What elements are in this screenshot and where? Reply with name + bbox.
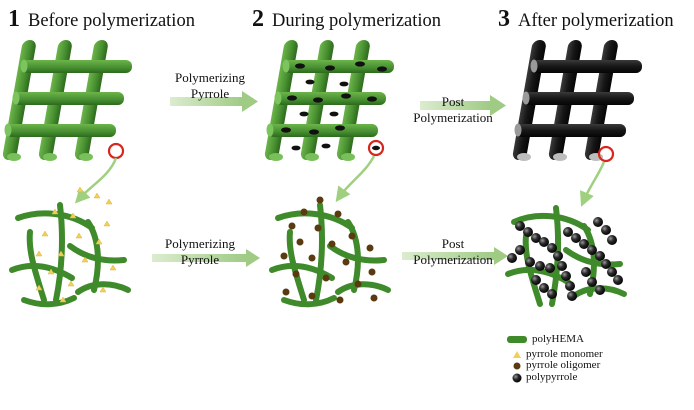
highlight-circle-2 — [367, 139, 385, 157]
polypyrrole-chains — [507, 217, 623, 301]
stage-3-title: After polymerization — [518, 11, 674, 31]
top-right-arrow-label: Post Polymerization — [398, 94, 508, 126]
scaffold-3 — [512, 40, 642, 207]
zoom-arrow-2 — [335, 155, 376, 203]
network-3 — [505, 205, 627, 307]
stage-1-heading: 1 Before polymerization — [8, 6, 195, 33]
bottom-left-arrow-label: Polymerizing Pyrrole — [150, 236, 250, 268]
highlight-circle-3 — [597, 145, 615, 163]
bottom-left-arrow-line2: Pyrrole — [180, 252, 220, 267]
top-left-arrow-label: Polymerizing Pyrrole — [160, 70, 260, 102]
oligomer-particles — [280, 196, 378, 304]
top-right-arrow-line2: Polymerization — [413, 110, 493, 125]
stage-1-title: Before polymerization — [28, 11, 195, 31]
bottom-right-arrow-label: Post Polymerization — [398, 236, 508, 268]
stage-2-number: 2 — [252, 6, 264, 32]
legend-oligomer-label: pyrrole oligomer — [526, 359, 601, 371]
legend-polypyrrole-label: polypyrrole — [526, 371, 578, 383]
zoom-arrow-1 — [74, 157, 118, 204]
scaffold-1-horizontal-rods — [4, 59, 132, 137]
legend-monomer-label: pyrrole monomer — [526, 348, 603, 360]
scaffold-1 — [2, 40, 132, 204]
legend-symbols — [507, 336, 527, 383]
legend-polyhema-label: polyHEMA — [532, 333, 584, 345]
network-2 — [269, 202, 391, 308]
legend-polyhema-swatch — [507, 336, 527, 343]
stage-1-number: 1 — [8, 6, 20, 32]
bottom-right-arrow-line2: Polymerization — [413, 252, 493, 267]
top-right-arrow-line1: Post — [441, 94, 465, 109]
zoom-arrow-3 — [580, 161, 606, 207]
legend-polypyrrole-swatch — [512, 373, 522, 383]
top-arrow-1 — [170, 91, 258, 112]
network-1 — [9, 202, 131, 308]
stage-3-number: 3 — [498, 6, 510, 32]
scaffold-2 — [264, 40, 394, 203]
top-arrow-2 — [420, 95, 506, 116]
stage-2-title: During polymerization — [272, 11, 442, 31]
top-left-arrow-line2: Pyrrole — [190, 86, 230, 101]
deposit-spots — [281, 61, 387, 151]
stage-3-heading: 3 After polymerization — [498, 6, 674, 33]
top-left-arrow-line1: Polymerizing — [174, 70, 246, 85]
stage-2-heading: 2 During polymerization — [252, 6, 441, 33]
bottom-arrow-2 — [402, 247, 508, 265]
highlight-circle-1 — [107, 142, 125, 160]
legend-monomer-swatch — [513, 351, 521, 358]
bottom-left-arrow-line1: Polymerizing — [164, 236, 236, 251]
legend-oligomer-swatch — [513, 362, 521, 370]
bottom-arrow-1 — [152, 249, 260, 267]
monomer-particles — [35, 186, 117, 303]
bottom-right-arrow-line1: Post — [441, 236, 465, 251]
